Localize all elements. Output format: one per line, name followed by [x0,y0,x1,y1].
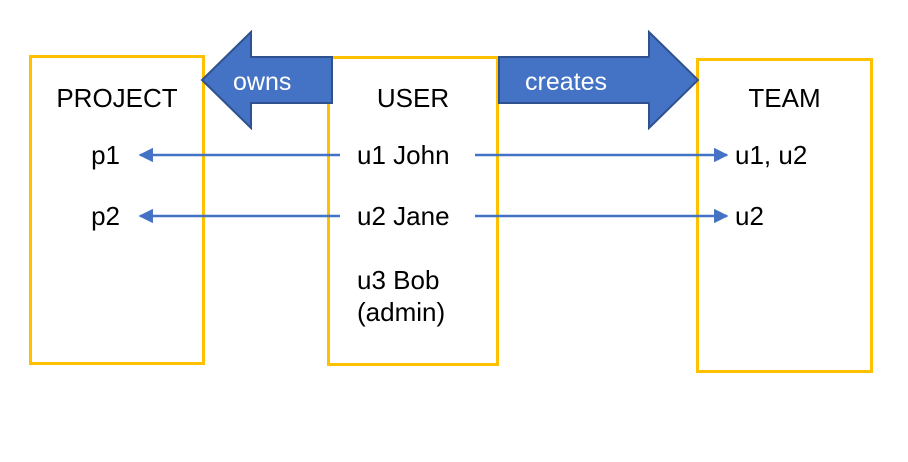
project-row-p1: p1 [91,140,120,170]
user-row-u3-role: (admin) [357,296,446,327]
project-row-p2: p2 [91,201,120,231]
block-arrow-creates-shape [498,30,700,130]
user-row-u2: u2 Jane [357,201,450,231]
entity-box-user[interactable] [327,56,499,366]
entity-title-team: TEAM [748,83,821,113]
user-row-u3-name: u3 Bob [357,265,440,295]
user-row-u1: u1 John [357,140,450,170]
entity-title-project: PROJECT [56,83,178,113]
user-row-u3: u3 Bob (admin) [357,265,445,328]
block-arrow-owns[interactable] [200,30,334,130]
team-row-1: u1, u2 [735,140,808,170]
team-row-2: u2 [735,201,764,231]
block-arrow-owns-shape [200,30,333,130]
entity-box-project[interactable] [29,55,205,365]
entity-title-user: USER [376,83,450,113]
block-arrow-creates[interactable] [497,30,700,130]
